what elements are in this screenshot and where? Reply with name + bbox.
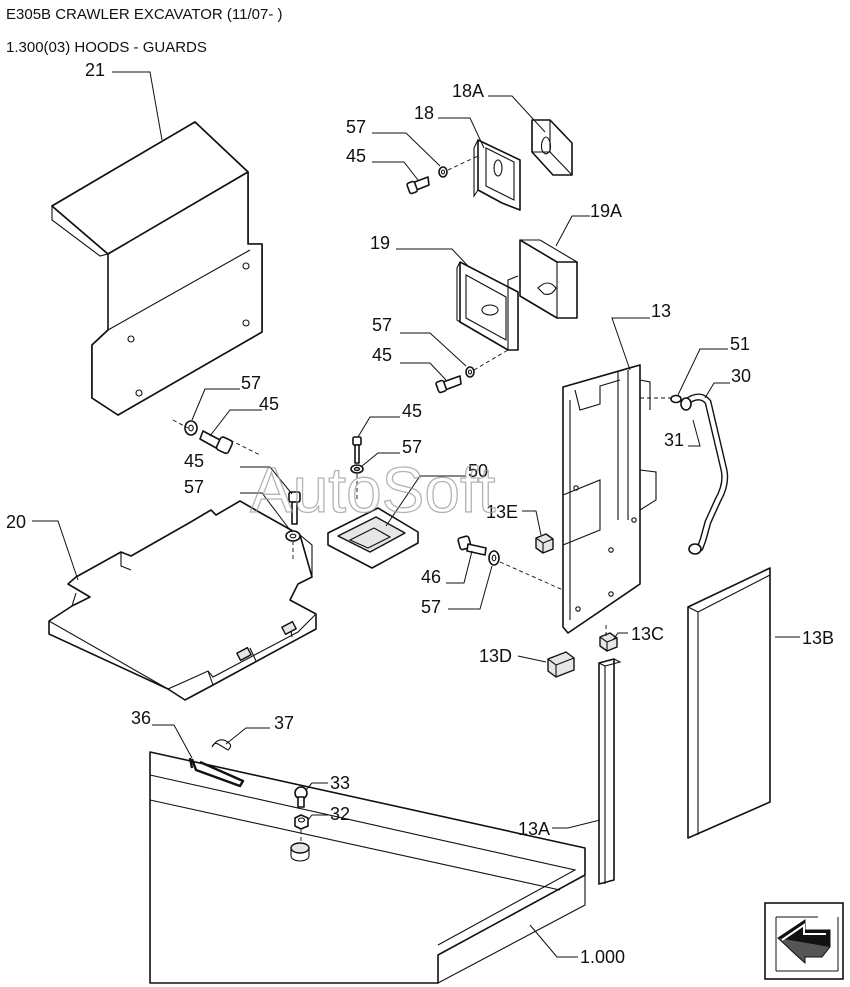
assembly-dashed-lines <box>172 155 672 842</box>
part-13D-block[interactable] <box>547 651 575 678</box>
callout-45: 45 <box>402 401 422 421</box>
washer-57-upper[interactable] <box>438 166 448 178</box>
callout-18A: 18A <box>452 81 484 101</box>
part-30-pipe[interactable] <box>680 393 729 555</box>
bolt-45-mid[interactable] <box>435 375 462 394</box>
callout-46: 46 <box>421 567 441 587</box>
part-21-hood[interactable] <box>51 121 263 416</box>
callout-31: 31 <box>664 430 684 450</box>
callout-57: 57 <box>184 477 204 497</box>
callout-13B: 13B <box>802 628 834 648</box>
part-51-clip[interactable] <box>670 394 682 404</box>
bolt-45-hood[interactable] <box>199 430 234 455</box>
callout-32: 32 <box>330 804 350 824</box>
part-50-cover[interactable] <box>327 507 419 569</box>
callout-19A: 19A <box>590 201 622 221</box>
callout-45: 45 <box>372 345 392 365</box>
callout-13D: 13D <box>479 646 512 666</box>
callout-45: 45 <box>184 451 204 471</box>
part-19-bracket[interactable] <box>456 261 519 351</box>
washer-57-mid[interactable] <box>465 366 475 378</box>
part-13-side-panel[interactable] <box>562 364 657 634</box>
callout-13C: 13C <box>631 624 664 644</box>
callout-57: 57 <box>241 373 261 393</box>
part-13C-block[interactable] <box>599 632 618 652</box>
callout-50: 50 <box>468 461 488 481</box>
callout-36: 36 <box>131 708 151 728</box>
washer-57-panel[interactable] <box>488 550 500 566</box>
callout-37: 37 <box>274 713 294 733</box>
part-19A-pad[interactable] <box>519 239 578 319</box>
bolt-45-upper[interactable] <box>406 176 430 195</box>
callout-1000: 1.000 <box>580 947 625 967</box>
callout-51: 51 <box>730 334 750 354</box>
callout-20: 20 <box>6 512 26 532</box>
part-37-clip[interactable] <box>211 739 232 751</box>
callout-57: 57 <box>372 315 392 335</box>
part-13E-block[interactable] <box>535 533 554 554</box>
part-18A-pad[interactable] <box>531 119 573 176</box>
nut-32[interactable] <box>294 814 309 830</box>
callout-45: 45 <box>259 394 279 414</box>
callout-57: 57 <box>346 117 366 137</box>
callout-21: 21 <box>85 60 105 80</box>
part-13B-pad[interactable] <box>687 567 771 839</box>
next-page-arrow-icon[interactable] <box>764 902 844 980</box>
callout-13: 13 <box>651 301 671 321</box>
part-18-bracket[interactable] <box>473 139 521 211</box>
bolt-33[interactable] <box>294 786 308 808</box>
callout-13A: 13A <box>518 819 550 839</box>
callout-13E: 13E <box>486 502 518 522</box>
part-36-rod[interactable] <box>188 757 245 788</box>
bolt-46[interactable] <box>457 535 487 556</box>
bolt-45-guard[interactable] <box>288 491 301 525</box>
part-20-guard-plate[interactable] <box>48 500 317 701</box>
callout-labels: 21 18A 18 57 45 19A 19 57 45 13 51 30 31… <box>6 60 834 967</box>
watermark-text: AutoSoft <box>250 454 496 526</box>
washer-57-hood[interactable] <box>184 420 198 436</box>
callout-19: 19 <box>370 233 390 253</box>
callout-33: 33 <box>330 773 350 793</box>
callout-57: 57 <box>421 597 441 617</box>
part-13A-strip[interactable] <box>598 658 622 885</box>
section-subtitle: 1.300(03) HOODS - GUARDS <box>6 39 207 56</box>
washer-57-cover[interactable] <box>350 464 364 474</box>
callout-18: 18 <box>414 103 434 123</box>
callout-57: 57 <box>402 437 422 457</box>
bolt-45-cover[interactable] <box>352 436 362 464</box>
callout-45: 45 <box>346 146 366 166</box>
part-1000-frame[interactable] <box>149 751 586 984</box>
leader-lines <box>32 71 800 958</box>
page-title: E305B CRAWLER EXCAVATOR (11/07- ) <box>6 6 283 23</box>
callout-30: 30 <box>731 366 751 386</box>
washer-57-guard[interactable] <box>285 530 301 542</box>
